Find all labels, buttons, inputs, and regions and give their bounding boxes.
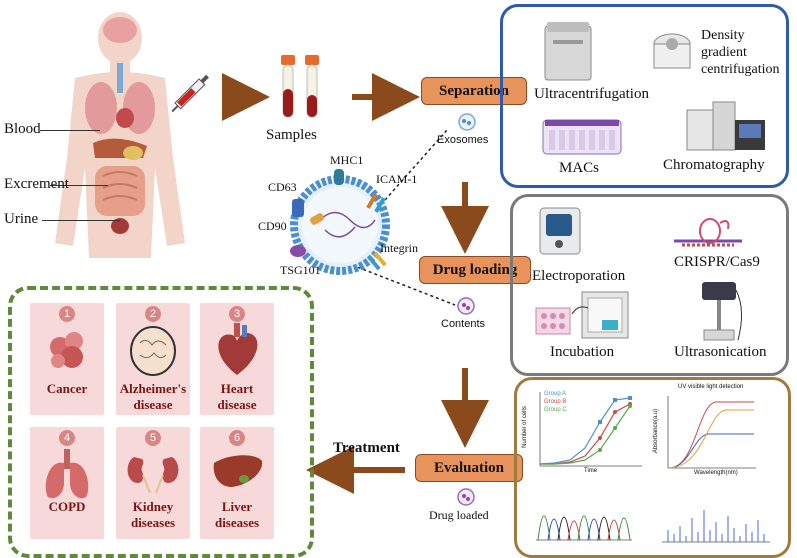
urine-label: Urine	[4, 211, 39, 227]
uv-xlabel: Wavelength(nm)	[694, 470, 738, 476]
lungs-icon	[45, 449, 89, 499]
uv-detection-chart: UV visible light detection Wavelength(nm…	[653, 384, 776, 480]
legend-group-b: Group B	[544, 399, 567, 405]
disease-name: Cancer	[46, 381, 88, 396]
evaluation-stage-button[interactable]: Evaluation	[415, 454, 523, 482]
disease-tile-copd[interactable]: 4 COPD	[30, 427, 104, 539]
contents-label: Contents	[441, 318, 486, 330]
uv-curve-2	[669, 433, 754, 469]
disease-tile-cancer[interactable]: 1 Cancer	[30, 303, 104, 415]
uv-ylabel: Absorbance(a.u)	[653, 408, 660, 454]
marker-integrin: Integrin	[380, 241, 418, 255]
samples-label: Samples	[266, 127, 317, 143]
drug-loading-methods-panel	[510, 194, 789, 376]
mass-spectrum-chart	[660, 500, 772, 544]
crispr-icon	[672, 215, 744, 251]
disease-name-line2: diseases	[214, 515, 260, 530]
macs-label: MACs	[559, 160, 600, 176]
marker-cd90: CD90	[258, 219, 287, 233]
disease-name-line1: Heart	[220, 381, 254, 396]
drug-loaded-label: Drug loaded	[429, 508, 489, 522]
disease-tile-kidney[interactable]: 5 Kidney diseases	[116, 427, 190, 539]
growth-legend: Group A Group B Group C	[544, 390, 567, 414]
human-body-illustration	[55, 8, 215, 266]
kidneys-icon	[127, 457, 179, 494]
exosomes-icon	[457, 112, 477, 132]
blood-pointer-line	[40, 130, 100, 131]
exosomes-label: Exosomes	[437, 134, 489, 146]
disease-number: 3	[229, 306, 245, 322]
spectrum-bars	[662, 510, 770, 543]
marker-icam1: ICAM-1	[376, 172, 418, 186]
disease-name-line1: Alzheimer's	[119, 381, 187, 396]
macs-plate-icon	[541, 118, 623, 158]
marker-mhc1: MHC1	[330, 153, 364, 167]
exosome-icon	[290, 169, 390, 275]
body-figure-icon	[55, 12, 209, 258]
disease-number: 2	[145, 306, 161, 322]
disease-number: 1	[59, 306, 75, 322]
marker-tsg101: TSG101	[280, 263, 321, 277]
sample-tubes-icon	[276, 55, 326, 125]
legend-group-c: Group C	[544, 407, 567, 413]
crispr-cas9-label: CRISPR/Cas9	[674, 254, 760, 270]
liver-icon	[213, 455, 263, 487]
heart-icon	[218, 323, 258, 375]
separation-methods-panel	[500, 4, 789, 188]
disease-name-line2: diseases	[130, 515, 176, 530]
disease-name-line2: disease	[217, 397, 257, 412]
disease-name-line1: Liver	[221, 499, 253, 514]
evaluation-panel	[514, 377, 791, 558]
blood-label: Blood	[4, 121, 41, 137]
disease-name: COPD	[48, 499, 86, 514]
disease-tile-heart[interactable]: 3 Heart disease	[200, 303, 274, 415]
centrifugation-label: centrifugation	[701, 62, 780, 77]
separation-stage-button[interactable]: Separation	[421, 77, 527, 105]
uv-chart-title: UV visible light detection	[678, 384, 744, 390]
brain-scan-icon	[130, 326, 176, 376]
disease-tile-liver[interactable]: 6 Liver diseases	[200, 427, 274, 539]
ultracentrifuge-icon	[543, 20, 593, 82]
excrement-pointer-line	[50, 185, 108, 186]
electroporation-label: Electroporation	[532, 268, 626, 284]
growth-ylabel: Number of cells	[521, 406, 528, 448]
disease-tile-alzheimers[interactable]: 2 Alzheimer's disease	[116, 303, 190, 415]
uv-curve-1	[669, 401, 754, 469]
chromatography-icon	[683, 96, 769, 152]
growth-xlabel: Time	[584, 468, 598, 474]
chromatography-label: Chromatography	[663, 157, 765, 173]
disease-number: 4	[59, 430, 75, 446]
sequencing-chromatogram	[534, 488, 634, 544]
incubation-label: Incubation	[550, 344, 615, 360]
disease-number: 5	[145, 430, 161, 446]
growth-curves	[539, 392, 642, 467]
legend-group-a: Group A	[544, 391, 567, 397]
diseases-panel	[8, 286, 314, 558]
ultracentrifugation-label: Ultracentrifugation	[534, 86, 649, 102]
treatment-label: Treatment	[333, 440, 400, 456]
uv-curves	[667, 396, 756, 469]
density-centrifuge-icon	[650, 30, 694, 74]
contents-icon	[456, 296, 476, 316]
uv-curve-3	[669, 409, 754, 469]
disease-name-line2: disease	[133, 397, 173, 412]
electroporator-icon	[538, 206, 582, 256]
tumor-icon	[50, 332, 83, 368]
drug-loaded-icon	[456, 487, 476, 507]
excrement-label: Excrement	[4, 176, 69, 192]
disease-number: 6	[229, 430, 245, 446]
marker-cd63: CD63	[268, 180, 297, 194]
chromatogram-peaks	[536, 515, 632, 541]
ultrasonication-label: Ultrasonication	[674, 344, 767, 360]
gradient-label: gradient	[701, 45, 747, 60]
disease-name-line1: Kidney	[132, 499, 174, 514]
ultrasonicator-icon	[694, 280, 746, 344]
incubator-icon	[534, 290, 630, 340]
urine-pointer-line	[42, 220, 120, 221]
cell-growth-chart: Group A Group B Group C Time Number of c…	[522, 388, 645, 480]
density-label: Density	[701, 28, 745, 43]
exosome-illustration	[280, 165, 400, 285]
